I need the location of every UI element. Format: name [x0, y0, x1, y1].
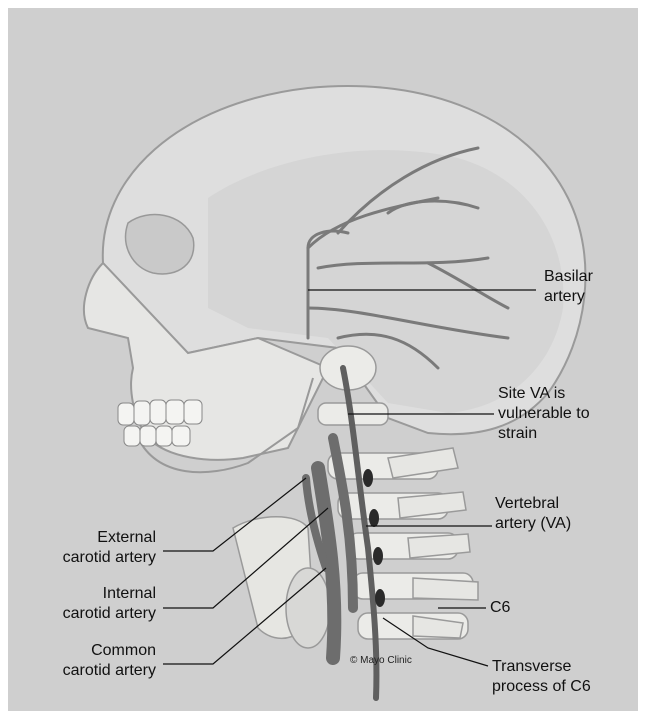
- thyroid: [286, 568, 330, 648]
- illustration-frame: Basilar artery Site VA is vulnerable to …: [8, 8, 638, 711]
- transverse-process-label: Transverse process of C6: [492, 657, 591, 697]
- c6-label: C6: [490, 598, 510, 618]
- teeth: [118, 400, 202, 446]
- basilar-artery-label: Basilar artery: [544, 267, 593, 307]
- common-carotid-label: Common carotid artery: [16, 641, 156, 681]
- internal-carotid-label: Internal carotid artery: [16, 584, 156, 624]
- vertebral-artery-label: Vertebral artery (VA): [495, 494, 571, 534]
- copyright-credit: © Mayo Clinic: [350, 655, 412, 666]
- external-carotid-label: External carotid artery: [16, 528, 156, 568]
- site-va-label: Site VA is vulnerable to strain: [498, 384, 590, 444]
